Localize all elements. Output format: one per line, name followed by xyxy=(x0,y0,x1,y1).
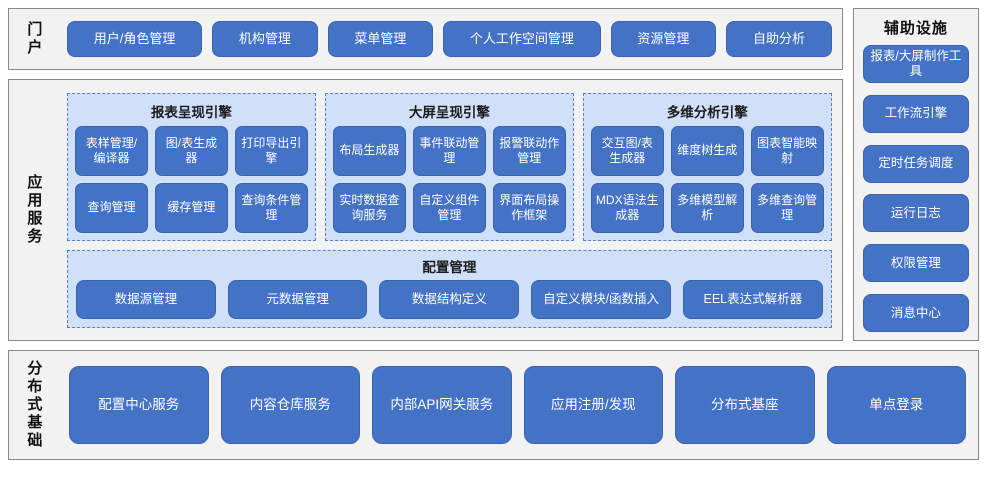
aux-item-permission[interactable]: 权限管理 xyxy=(862,244,969,283)
aux-item-workflow-engine[interactable]: 工作流引擎 xyxy=(862,94,969,133)
engine-bigscreen-item-custom-component[interactable]: 自定义组件管理 xyxy=(412,182,486,233)
application-service-label: 应用服务 xyxy=(9,80,57,340)
engine-bigscreen-item-realtime-query[interactable]: 实时数据查询服务 xyxy=(332,182,406,233)
distributed-item-config-center[interactable]: 配置中心服务 xyxy=(69,366,209,444)
aux-item-scheduler[interactable]: 定时任务调度 xyxy=(862,144,969,183)
config-management-items: 数据源管理 元数据管理 数据结构定义 自定义模块/函数插入 EEL表达式解析器 xyxy=(76,279,823,319)
config-item-metadata[interactable]: 元数据管理 xyxy=(227,279,368,319)
portal-panel: 门户 用户/角色管理 机构管理 菜单管理 个人工作空间管理 资源管理 自助分析 xyxy=(8,8,843,70)
aux-title: 辅助设施 xyxy=(883,20,948,37)
application-service-panel: 应用服务 报表呈现引擎 表样管理/编译器 图/表生成器 打印导出引擎 查询管理 … xyxy=(8,79,843,341)
application-service-label-text: 应用服务 xyxy=(25,174,43,246)
distributed-item-sso[interactable]: 单点登录 xyxy=(826,366,966,444)
left-stack: 门户 用户/角色管理 机构管理 菜单管理 个人工作空间管理 资源管理 自助分析 … xyxy=(8,8,843,341)
engine-report-title: 报表呈现引擎 xyxy=(150,104,232,120)
engine-report-item-chart-generator[interactable]: 图/表生成器 xyxy=(154,125,228,176)
engine-bigscreen-item-event-linkage[interactable]: 事件联动管理 xyxy=(412,125,486,176)
engine-report-item-query-mgmt[interactable]: 查询管理 xyxy=(75,182,148,233)
config-item-data-structure[interactable]: 数据结构定义 xyxy=(379,279,520,319)
engine-olap-item-dimension-tree[interactable]: 维度树生成 xyxy=(670,125,744,176)
portal-item-menu[interactable]: 菜单管理 xyxy=(327,21,434,57)
config-management-group: 配置管理 数据源管理 元数据管理 数据结构定义 自定义模块/函数插入 EEL表达… xyxy=(67,249,832,328)
portal-item-org[interactable]: 机构管理 xyxy=(212,21,318,57)
engine-report-item-cache-mgmt[interactable]: 缓存管理 xyxy=(154,182,228,233)
portal-items: 用户/角色管理 机构管理 菜单管理 个人工作空间管理 资源管理 自助分析 xyxy=(57,9,842,69)
portal-item-user-role[interactable]: 用户/角色管理 xyxy=(67,21,203,57)
engine-report-item-print-export[interactable]: 打印导出引擎 xyxy=(234,125,308,176)
engine-report-item-query-condition[interactable]: 查询条件管理 xyxy=(234,182,308,233)
engine-report-grid: 表样管理/编译器 图/表生成器 打印导出引擎 查询管理 缓存管理 查询条件管理 xyxy=(75,125,308,233)
config-item-eel-parser[interactable]: EEL表达式解析器 xyxy=(682,279,823,319)
config-item-custom-module[interactable]: 自定义模块/函数插入 xyxy=(531,279,671,319)
portal-item-resource[interactable]: 资源管理 xyxy=(610,21,717,57)
distributed-label-text: 分布式基础 xyxy=(25,360,43,450)
distributed-item-app-registry[interactable]: 应用注册/发现 xyxy=(523,366,663,444)
distributed-items: 配置中心服务 内容仓库服务 内部API网关服务 应用注册/发现 分布式基座 单点… xyxy=(57,351,978,459)
engine-row: 报表呈现引擎 表样管理/编译器 图/表生成器 打印导出引擎 查询管理 缓存管理 … xyxy=(67,92,832,241)
aux-panel: 辅助设施 报表/大屏制作工具 工作流引擎 定时任务调度 运行日志 权限管理 消息… xyxy=(852,8,979,341)
distributed-item-api-gateway[interactable]: 内部API网关服务 xyxy=(372,366,512,444)
engine-olap-item-chart-mapping[interactable]: 图表智能映射 xyxy=(750,125,824,176)
engine-olap-item-mdx-generator[interactable]: MDX语法生成器 xyxy=(590,182,664,233)
engine-bigscreen-item-layout-generator[interactable]: 布局生成器 xyxy=(332,125,406,176)
engine-olap-item-model-parse[interactable]: 多维模型解析 xyxy=(670,182,744,233)
engine-report: 报表呈现引擎 表样管理/编译器 图/表生成器 打印导出引擎 查询管理 缓存管理 … xyxy=(67,92,316,241)
engine-olap-item-interactive-chart[interactable]: 交互图/表生成器 xyxy=(590,125,664,176)
engine-bigscreen-grid: 布局生成器 事件联动管理 报警联动作管理 实时数据查询服务 自定义组件管理 界面… xyxy=(332,125,566,233)
aux-item-message-center[interactable]: 消息中心 xyxy=(862,293,969,332)
application-service-body: 报表呈现引擎 表样管理/编译器 图/表生成器 打印导出引擎 查询管理 缓存管理 … xyxy=(57,80,842,340)
engine-bigscreen-item-alarm-action[interactable]: 报警联动作管理 xyxy=(492,125,566,176)
distributed-item-content-repo[interactable]: 内容仓库服务 xyxy=(220,366,360,444)
config-item-datasource[interactable]: 数据源管理 xyxy=(76,279,216,319)
engine-olap-item-query-mgmt[interactable]: 多维查询管理 xyxy=(750,182,824,233)
aux-item-runtime-log[interactable]: 运行日志 xyxy=(862,194,969,233)
engine-olap: 多维分析引擎 交互图/表生成器 维度树生成 图表智能映射 MDX语法生成器 多维… xyxy=(582,92,832,241)
engine-report-item-template-compiler[interactable]: 表样管理/编译器 xyxy=(75,125,148,176)
config-management-title: 配置管理 xyxy=(422,259,477,275)
engine-bigscreen-title: 大屏呈现引擎 xyxy=(408,104,490,120)
upper-region: 门户 用户/角色管理 机构管理 菜单管理 个人工作空间管理 资源管理 自助分析 … xyxy=(8,8,979,341)
engine-olap-title: 多维分析引擎 xyxy=(666,104,748,120)
engine-bigscreen-item-ui-framework[interactable]: 界面布局操作框架 xyxy=(492,182,566,233)
engine-olap-grid: 交互图/表生成器 维度树生成 图表智能映射 MDX语法生成器 多维模型解析 多维… xyxy=(590,125,824,233)
aux-item-report-bigscreen-tool[interactable]: 报表/大屏制作工具 xyxy=(862,45,969,83)
portal-label-text: 门户 xyxy=(25,21,43,57)
distributed-item-distributed-base[interactable]: 分布式基座 xyxy=(675,366,815,444)
distributed-panel: 分布式基础 配置中心服务 内容仓库服务 内部API网关服务 应用注册/发现 分布… xyxy=(8,350,979,460)
portal-item-workspace[interactable]: 个人工作空间管理 xyxy=(443,21,601,57)
distributed-label: 分布式基础 xyxy=(9,351,57,459)
portal-label: 门户 xyxy=(9,9,57,69)
aux-list: 报表/大屏制作工具 工作流引擎 定时任务调度 运行日志 权限管理 消息中心 xyxy=(862,45,969,332)
engine-bigscreen: 大屏呈现引擎 布局生成器 事件联动管理 报警联动作管理 实时数据查询服务 自定义… xyxy=(324,92,574,241)
portal-item-self-analysis[interactable]: 自助分析 xyxy=(726,21,832,57)
